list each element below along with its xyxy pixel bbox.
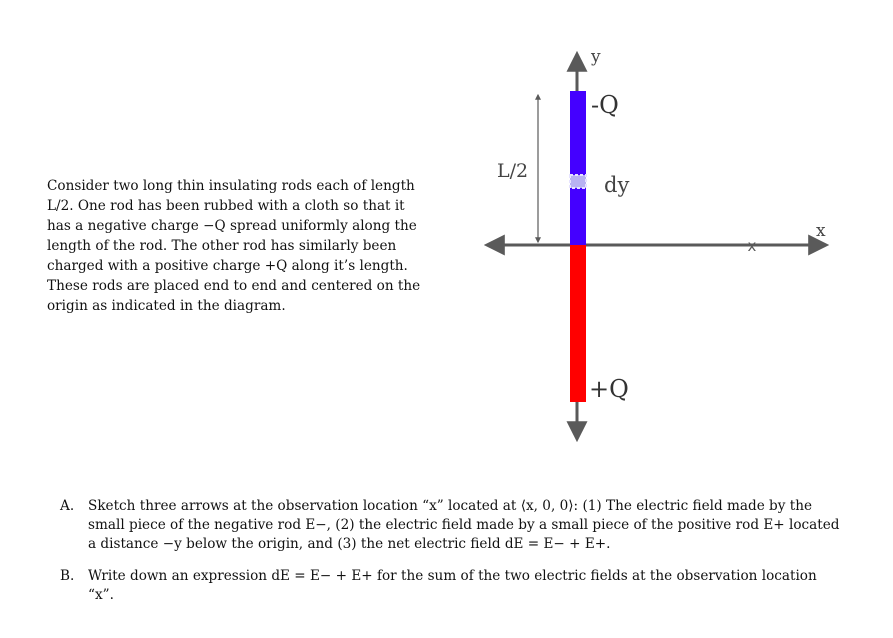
question-b: B. Write down an expression dE = E− + E+… <box>60 567 860 605</box>
question-line: small piece of the negative rod E−, (2) … <box>88 517 840 533</box>
length-label: L/2 <box>497 160 528 182</box>
x-axis-label: x <box>816 221 826 241</box>
question-label: A. <box>60 498 75 514</box>
y-axis-label: y <box>590 47 601 67</box>
intro-line: origin as indicated in the diagram. <box>47 298 286 314</box>
positive-rod-label: +Q <box>589 375 629 403</box>
question-line: Write down an expression dE = E− + E+ fo… <box>88 568 817 584</box>
negative-rod <box>570 91 586 245</box>
question-line: “x”. <box>88 587 114 603</box>
observation-marker-label: x <box>748 237 757 255</box>
intro-line: These rods are placed end to end and cen… <box>47 278 421 294</box>
question-a: A. Sketch three arrows at the observatio… <box>60 497 860 554</box>
charged-rods-diagram: x y x L/2 -Q dy +Q <box>483 47 830 443</box>
problem-statement: Consider two long thin insulating rods e… <box>47 176 431 316</box>
question-line: Sketch three arrows at the observation l… <box>88 498 813 514</box>
negative-rod-label: -Q <box>591 91 619 119</box>
intro-line: Consider two long thin insulating rods e… <box>47 178 415 194</box>
dy-label: dy <box>604 173 629 197</box>
questions-list: A. Sketch three arrows at the observatio… <box>60 497 860 618</box>
question-line: a distance −y below the origin, and (3) … <box>88 536 611 552</box>
intro-line: charged with a positive charge +Q along … <box>47 258 408 274</box>
dy-element <box>569 174 587 189</box>
intro-line: L/2. One rod has been rubbed with a clot… <box>47 198 405 214</box>
intro-line: has a negative charge −Q spread uniforml… <box>47 218 417 234</box>
intro-line: length of the rod. The other rod has sim… <box>47 238 397 254</box>
positive-rod <box>570 245 586 402</box>
question-label: B. <box>60 568 75 584</box>
observation-point-marker: x <box>748 237 757 255</box>
